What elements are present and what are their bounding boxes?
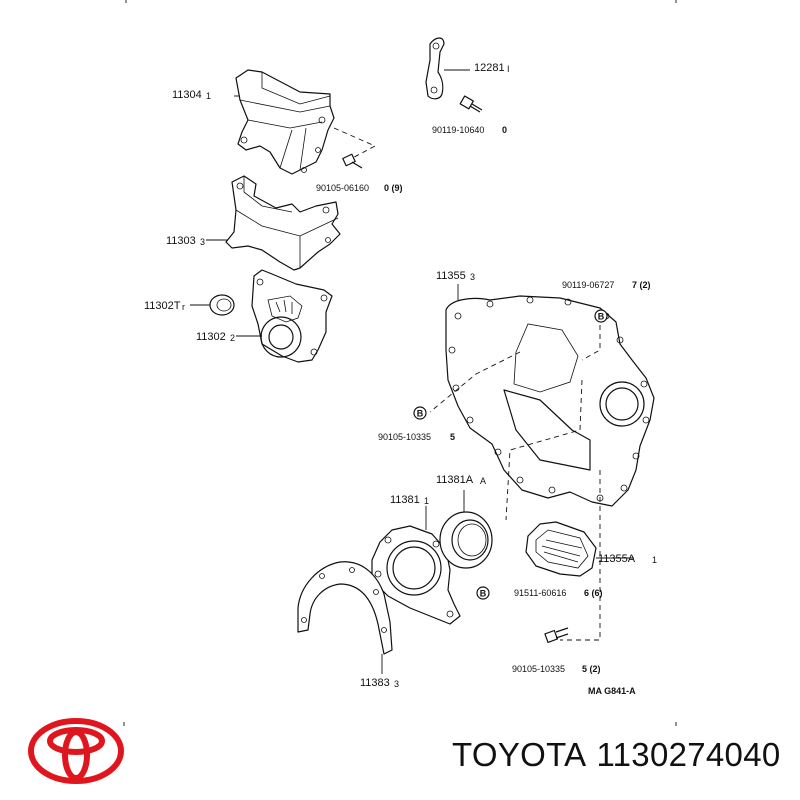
svg-text:7 (2): 7 (2) (632, 280, 651, 290)
bolt-90105-06160[interactable] (342, 153, 363, 169)
svg-text:1: 1 (206, 91, 211, 101)
gasket-11383[interactable] (297, 561, 393, 655)
bolt-marker-90105-10335[interactable]: B (413, 406, 427, 420)
label-11381a: 11381A (436, 474, 474, 486)
part-number: 1130274040 (596, 736, 781, 773)
label-90105-10335: 90105-10335 (378, 432, 431, 442)
label-90119-10640: 90119-10640 (432, 125, 484, 135)
label-11383: 11383 (360, 677, 390, 689)
bolt-marker-label: B (598, 312, 605, 322)
brand-name: TOYOTA (452, 736, 587, 773)
timing-case-lower-11302[interactable] (251, 269, 333, 363)
end-plate-11355[interactable] (445, 295, 655, 507)
label-90119-06727: 90119-06727 (562, 280, 614, 290)
bolt-marker-90119-06727[interactable]: B (594, 309, 608, 323)
svg-text:0: 0 (502, 125, 507, 135)
label-12281: 12281 (474, 62, 505, 74)
label-91511-60616: 91511-60616 (514, 588, 566, 598)
svg-text:r: r (182, 302, 185, 312)
svg-text:6 (6): 6 (6) (584, 588, 603, 598)
label-11304: 11304 (172, 89, 202, 101)
svg-text:3: 3 (200, 237, 205, 247)
label-11381: 11381 (390, 494, 420, 506)
svg-text:2: 2 (230, 333, 235, 343)
bracket-12281[interactable] (425, 37, 445, 100)
timing-cover-middle-11303[interactable] (225, 175, 341, 271)
bolt-marker-label: B (480, 589, 487, 599)
svg-text:3: 3 (394, 679, 399, 689)
svg-text:5 (2): 5 (2) (582, 664, 601, 674)
oil-seal-11381a[interactable] (439, 511, 493, 569)
svg-text:3: 3 (470, 272, 475, 282)
svg-text:1: 1 (652, 555, 657, 565)
svg-text:5: 5 (450, 432, 455, 442)
label-11302t: 11302T (144, 300, 181, 312)
svg-text:0 (9): 0 (9) (384, 183, 403, 193)
cover-11355a[interactable] (525, 521, 597, 577)
label-11355: 11355 (436, 270, 466, 282)
svg-text:A: A (480, 476, 486, 486)
bolt-marker-91511-60616[interactable]: B (476, 586, 490, 600)
bolt-90105-10335-lower[interactable] (544, 627, 569, 644)
timing-cover-upper-11304[interactable] (235, 69, 335, 175)
bolt-90119-10640[interactable] (459, 95, 483, 113)
part-labels: 11304 1 12281 I 90119-10640 0 90105-0616… (144, 62, 657, 696)
label-11302: 11302 (196, 331, 226, 343)
label-11355a: 11355A (598, 553, 636, 565)
label-90105-06160: 90105-06160 (316, 183, 369, 193)
diagram-code: MA G841-A (588, 686, 636, 696)
label-11303: 11303 (166, 235, 196, 247)
plug-11302t[interactable] (209, 294, 235, 316)
crop-marks (123, 0, 677, 726)
svg-text:1: 1 (424, 496, 429, 506)
label-90105-10335-lower: 90105-10335 (512, 664, 565, 674)
toyota-logo (28, 718, 124, 784)
bolt-marker-label: B (417, 409, 424, 419)
svg-text:I: I (507, 64, 510, 74)
